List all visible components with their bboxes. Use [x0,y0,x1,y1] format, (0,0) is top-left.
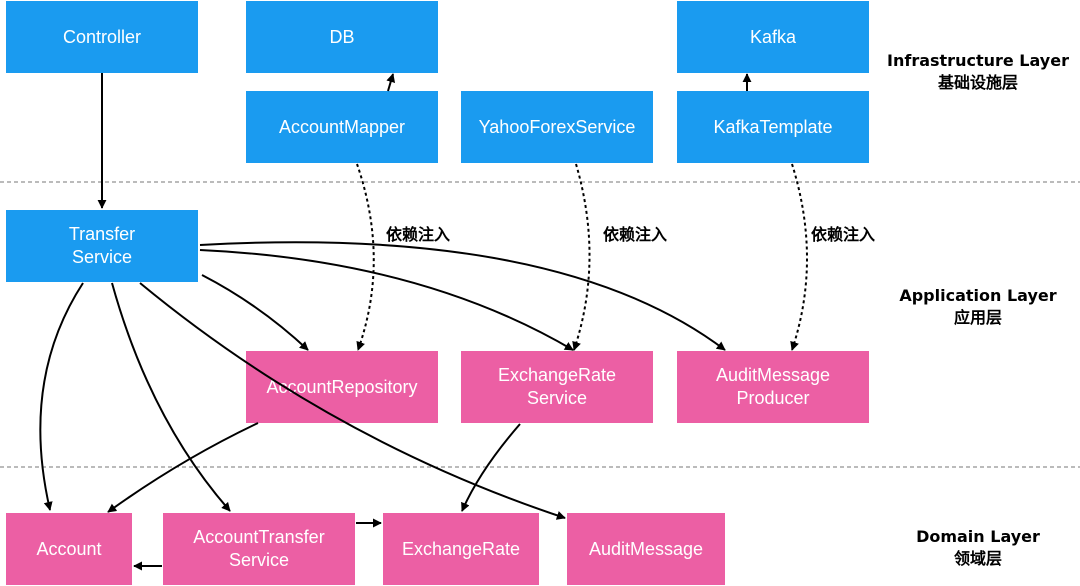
layer-label-infrastructure-zh: 基础设施层 [937,73,1018,92]
injection-label-account-mapper: 依赖注入 [386,225,451,244]
node-account: Account [6,513,132,585]
layer-label-domain: Domain Layer 领域层 [878,526,1078,570]
node-account-transfer-service: AccountTransfer Service [163,513,355,585]
node-account-repository: AccountRepository [246,351,438,423]
node-exchange-rate-service: ExchangeRate Service [461,351,653,423]
injection-label-kafka-template: 依赖注入 [811,225,876,244]
layer-label-application-en: Application Layer [899,286,1057,305]
edge-transfer-to-account-repository [201,274,309,351]
edge-exchange-rate-service-to-exchange-rate [461,423,521,512]
layer-label-application-zh: 应用层 [953,308,1002,327]
edge-transfer-to-exchange-rate-service [199,249,574,351]
node-controller: Controller [6,1,198,73]
node-exchange-rate: ExchangeRate [383,513,539,585]
edge-account-repository-to-account [107,422,259,513]
node-yahoo-forex-service: YahooForexService [461,91,653,163]
layer-label-infrastructure: Infrastructure Layer 基础设施层 [878,50,1078,94]
node-audit-message: AuditMessage [567,513,725,585]
layer-label-domain-en: Domain Layer [916,527,1040,546]
layer-label-application: Application Layer 应用层 [878,285,1078,329]
edge-transfer-to-audit-message-producer [199,241,726,351]
node-account-mapper: AccountMapper [246,91,438,163]
node-kafka: Kafka [677,1,869,73]
injection-label-yahoo-forex: 依赖注入 [603,225,668,244]
edge-account-mapper-to-db [386,73,396,92]
edge-injection-account-mapper [356,163,375,351]
node-kafka-template: KafkaTemplate [677,91,869,163]
node-transfer-service: Transfer Service [6,210,198,282]
layer-label-domain-zh: 领域层 [953,549,1002,568]
layer-label-infrastructure-en: Infrastructure Layer [887,51,1069,70]
node-audit-message-producer: AuditMessage Producer [677,351,869,423]
edge-transfer-to-account-transfer-service [111,282,231,512]
edge-injection-yahoo-forex-service [572,163,591,351]
edge-transfer-to-account [39,282,84,511]
edge-injection-kafka-template [790,163,808,351]
node-db: DB [246,1,438,73]
